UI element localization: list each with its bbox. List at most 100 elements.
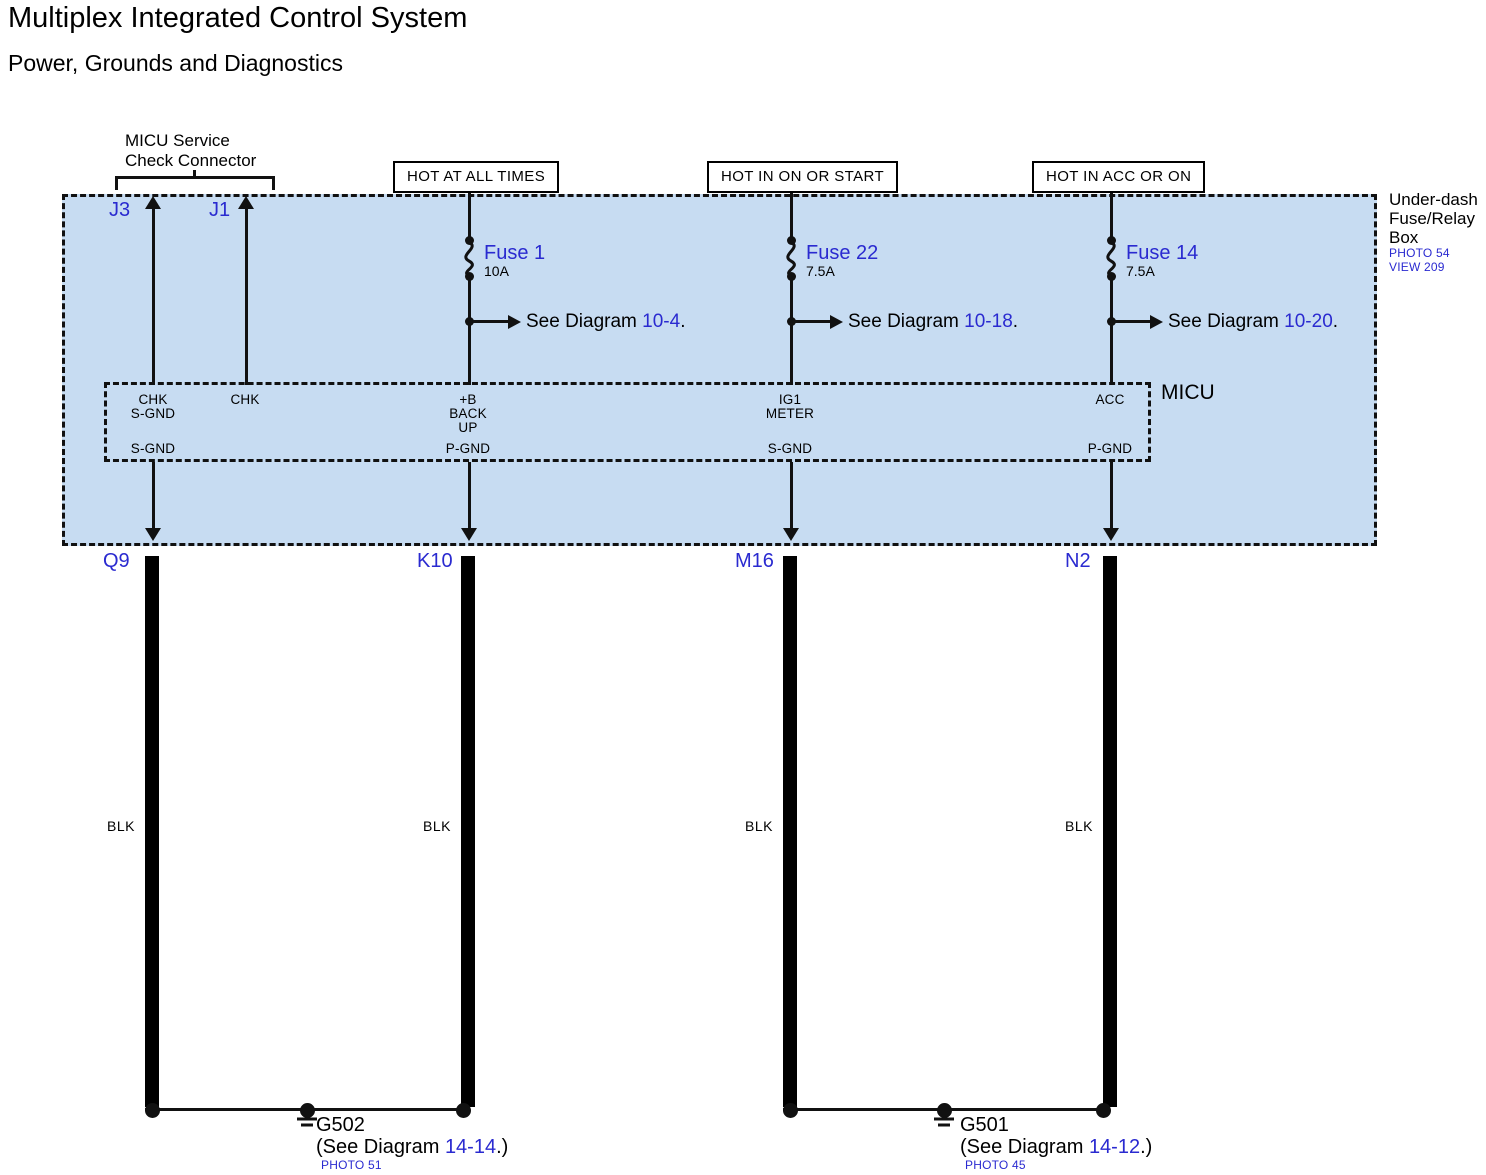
fuse22-symbol	[786, 240, 796, 278]
arrow-right-fuse1-branch	[508, 315, 521, 329]
micu-pin-p-gnd-1: P-GND	[445, 441, 491, 456]
scc-label-line1: MICU Service	[125, 131, 230, 150]
pin-b-backup-line1: +B	[459, 392, 477, 407]
ground-node-k10	[456, 1103, 471, 1118]
fuse1-symbol	[464, 240, 474, 278]
ground-node-n2	[1096, 1103, 1111, 1118]
fuse22-top-node	[787, 236, 796, 245]
pin-chk-s-gnd-line1: CHK	[138, 392, 168, 407]
wire-fuse1-top	[468, 193, 471, 240]
micu-pin-p-gnd-2: P-GND	[1087, 441, 1133, 456]
arrow-up-j3	[145, 196, 161, 209]
fuse14-top-node	[1107, 236, 1116, 245]
pin-ig1-line1: IG1	[778, 392, 802, 407]
arrow-down-q9	[145, 528, 161, 541]
ground-wire-k10	[461, 556, 475, 1107]
wire-color-m16: BLK	[745, 818, 773, 834]
fuse1-rating: 10A	[484, 263, 509, 279]
wire-fuse22-bottom	[790, 278, 793, 385]
micu-module-label: MICU	[1161, 381, 1215, 404]
see-diagram-ref-3[interactable]: 10-20	[1284, 311, 1333, 332]
service-check-connector-bracket	[115, 176, 275, 190]
ground-see-prefix-1: (See Diagram	[316, 1136, 445, 1158]
wire-color-k10: BLK	[423, 818, 451, 834]
ground-node-q9	[145, 1103, 160, 1118]
enclosure-view-ref: VIEW 209	[1389, 259, 1445, 274]
see-diagram-ref-2[interactable]: 10-18	[964, 311, 1013, 332]
see-diagram-ref-1[interactable]: 10-4	[642, 311, 681, 332]
arrow-down-k10	[461, 528, 477, 541]
terminal-id-j1: J1	[209, 199, 231, 221]
micu-pin-chk-s-gnd: CHK S-GND	[112, 393, 194, 421]
see-diagram-10-18: See Diagram 10-18.	[848, 311, 1018, 333]
wire-fuse22-branch	[791, 320, 833, 323]
ground-id-g502: G502	[316, 1114, 365, 1136]
wire-fuse14-top	[1110, 193, 1113, 240]
arrow-right-fuse14-branch	[1150, 315, 1163, 329]
ground-wire-m16	[783, 556, 797, 1107]
see-diagram-prefix-2: See Diagram	[848, 311, 965, 332]
fuse22-rating: 7.5A	[806, 263, 835, 279]
source-label-hot-in-acc-or-on: HOT IN ACC OR ON	[1032, 161, 1206, 193]
ground-symbol-g501	[934, 1110, 954, 1127]
wire-j3-vertical	[152, 208, 155, 385]
service-check-connector-bracket-tick	[193, 170, 196, 178]
pin-b-backup-line3: UP	[458, 420, 478, 435]
ground-see-suffix-1: .)	[496, 1136, 509, 1158]
arrow-right-fuse22-branch	[830, 315, 843, 329]
micu-pin-s-gnd-right: S-GND	[767, 441, 813, 456]
ground-wire-n2	[1103, 556, 1117, 1107]
ground-id-g501: G501	[960, 1114, 1009, 1136]
wire-j1-vertical	[245, 208, 248, 385]
pin-ig1-line2: METER	[765, 406, 815, 421]
micu-pin-chk: CHK	[230, 392, 260, 407]
ground-photo-ref-g501: PHOTO 45	[965, 1158, 1026, 1172]
ground-node-m16	[783, 1103, 798, 1118]
arrow-down-m16	[783, 528, 799, 541]
micu-service-check-connector-label: MICU Service Check Connector	[125, 131, 256, 171]
wire-fuse14-bottom	[1110, 278, 1113, 385]
pin-b-backup-line2: BACK	[449, 406, 487, 421]
ground-see-diagram-g502: (See Diagram 14-14.)	[316, 1136, 508, 1159]
micu-module-box	[104, 382, 1151, 462]
under-dash-fuse-relay-box-label: Under-dash Fuse/Relay Box PHOTO 54 VIEW …	[1389, 190, 1485, 274]
scc-label-line2: Check Connector	[125, 151, 257, 170]
see-diagram-suffix-1: .	[680, 311, 686, 332]
wire-q9-vertical	[152, 462, 155, 530]
see-diagram-prefix-1: See Diagram	[526, 311, 643, 332]
connector-id-n2: N2	[1065, 550, 1091, 572]
ground-see-ref-1[interactable]: 14-14	[444, 1136, 497, 1158]
see-diagram-10-20: See Diagram 10-20.	[1168, 311, 1338, 333]
terminal-id-j3: J3	[109, 199, 131, 221]
ground-see-prefix-2: (See Diagram	[960, 1136, 1089, 1158]
enclosure-name-line1: Under-dash	[1389, 190, 1478, 209]
under-dash-fuse-relay-box-enclosure	[62, 194, 1377, 546]
ground-see-ref-2[interactable]: 14-12	[1088, 1136, 1141, 1158]
wire-fuse1-bottom	[468, 278, 471, 385]
wire-color-q9: BLK	[107, 818, 135, 834]
arrow-down-n2	[1103, 528, 1119, 541]
fuse22-bottom-node	[787, 272, 796, 281]
see-diagram-suffix-3: .	[1332, 311, 1339, 332]
micu-pin-acc: ACC	[1095, 392, 1125, 407]
connector-id-m16: M16	[735, 550, 774, 572]
ground-see-diagram-g501: (See Diagram 14-12.)	[960, 1136, 1152, 1159]
connector-id-q9: Q9	[103, 550, 130, 572]
enclosure-name-line2: Fuse/Relay	[1389, 209, 1475, 228]
pin-chk-s-gnd-line2: S-GND	[130, 406, 176, 421]
micu-pin-ig1-meter: IG1 METER	[750, 393, 830, 421]
wire-fuse1-branch	[469, 320, 511, 323]
source-label-hot-in-on-or-start: HOT IN ON OR START	[707, 161, 899, 193]
fuse1-name: Fuse 1	[484, 242, 546, 264]
wire-k10-vertical	[468, 462, 471, 530]
see-diagram-10-4: See Diagram 10-4.	[526, 311, 685, 333]
ground-wire-q9	[145, 556, 159, 1107]
ground-photo-ref-g502: PHOTO 51	[321, 1158, 382, 1172]
fuse14-bottom-node	[1107, 272, 1116, 281]
page-subtitle: Power, Grounds and Diagnostics	[8, 50, 343, 76]
see-diagram-prefix-3: See Diagram	[1168, 311, 1285, 332]
wire-n2-vertical	[1110, 462, 1113, 530]
enclosure-name-line3: Box	[1389, 228, 1419, 247]
wire-color-n2: BLK	[1065, 818, 1093, 834]
